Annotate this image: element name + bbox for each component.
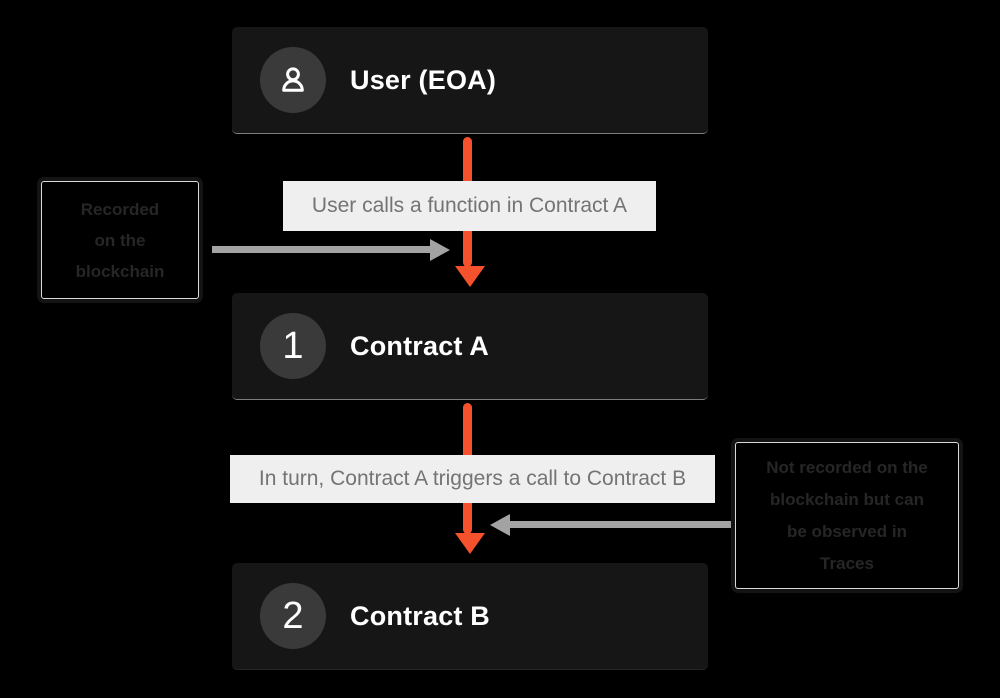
step-badge-2-number: 2 bbox=[282, 595, 304, 637]
arrow-user-to-a-head bbox=[455, 266, 485, 287]
note-line: Traces bbox=[820, 553, 874, 573]
flow-label-call: User calls a function in Contract A bbox=[283, 181, 656, 231]
node-contract-b: 2 Contract B bbox=[232, 563, 708, 670]
note-line: blockchain bbox=[75, 261, 165, 281]
flow-label-internal-call: In turn, Contract A triggers a call to C… bbox=[230, 455, 715, 503]
annotation-arrow-left-head bbox=[430, 239, 450, 261]
note-line: blockchain but can bbox=[770, 489, 924, 509]
note-not-recorded: Not recorded on the blockchain but can b… bbox=[731, 438, 963, 593]
avatar bbox=[260, 47, 326, 113]
step-badge-1-number: 1 bbox=[282, 325, 304, 367]
user-icon bbox=[282, 67, 304, 92]
note-line: be observed in bbox=[787, 521, 907, 541]
node-user: User (EOA) bbox=[232, 27, 708, 134]
annotation-arrow-right-shaft bbox=[510, 521, 731, 528]
annotation-arrow-left-shaft bbox=[212, 246, 431, 253]
note-line: on the bbox=[94, 230, 146, 250]
note-recorded: Recorded on the blockchain bbox=[37, 177, 203, 303]
step-badge-1: 1 bbox=[260, 313, 326, 379]
node-contract-a-title: Contract A bbox=[350, 330, 490, 361]
node-contract-a: 1 Contract A bbox=[232, 293, 708, 400]
note-line: Not recorded on the bbox=[766, 457, 928, 477]
node-user-title: User (EOA) bbox=[350, 64, 497, 95]
arrow-a-to-b-head bbox=[455, 533, 485, 554]
step-badge-2: 2 bbox=[260, 583, 326, 649]
annotation-arrow-right-head bbox=[490, 514, 510, 536]
note-line: Recorded bbox=[80, 199, 160, 219]
node-contract-b-title: Contract B bbox=[350, 600, 491, 631]
